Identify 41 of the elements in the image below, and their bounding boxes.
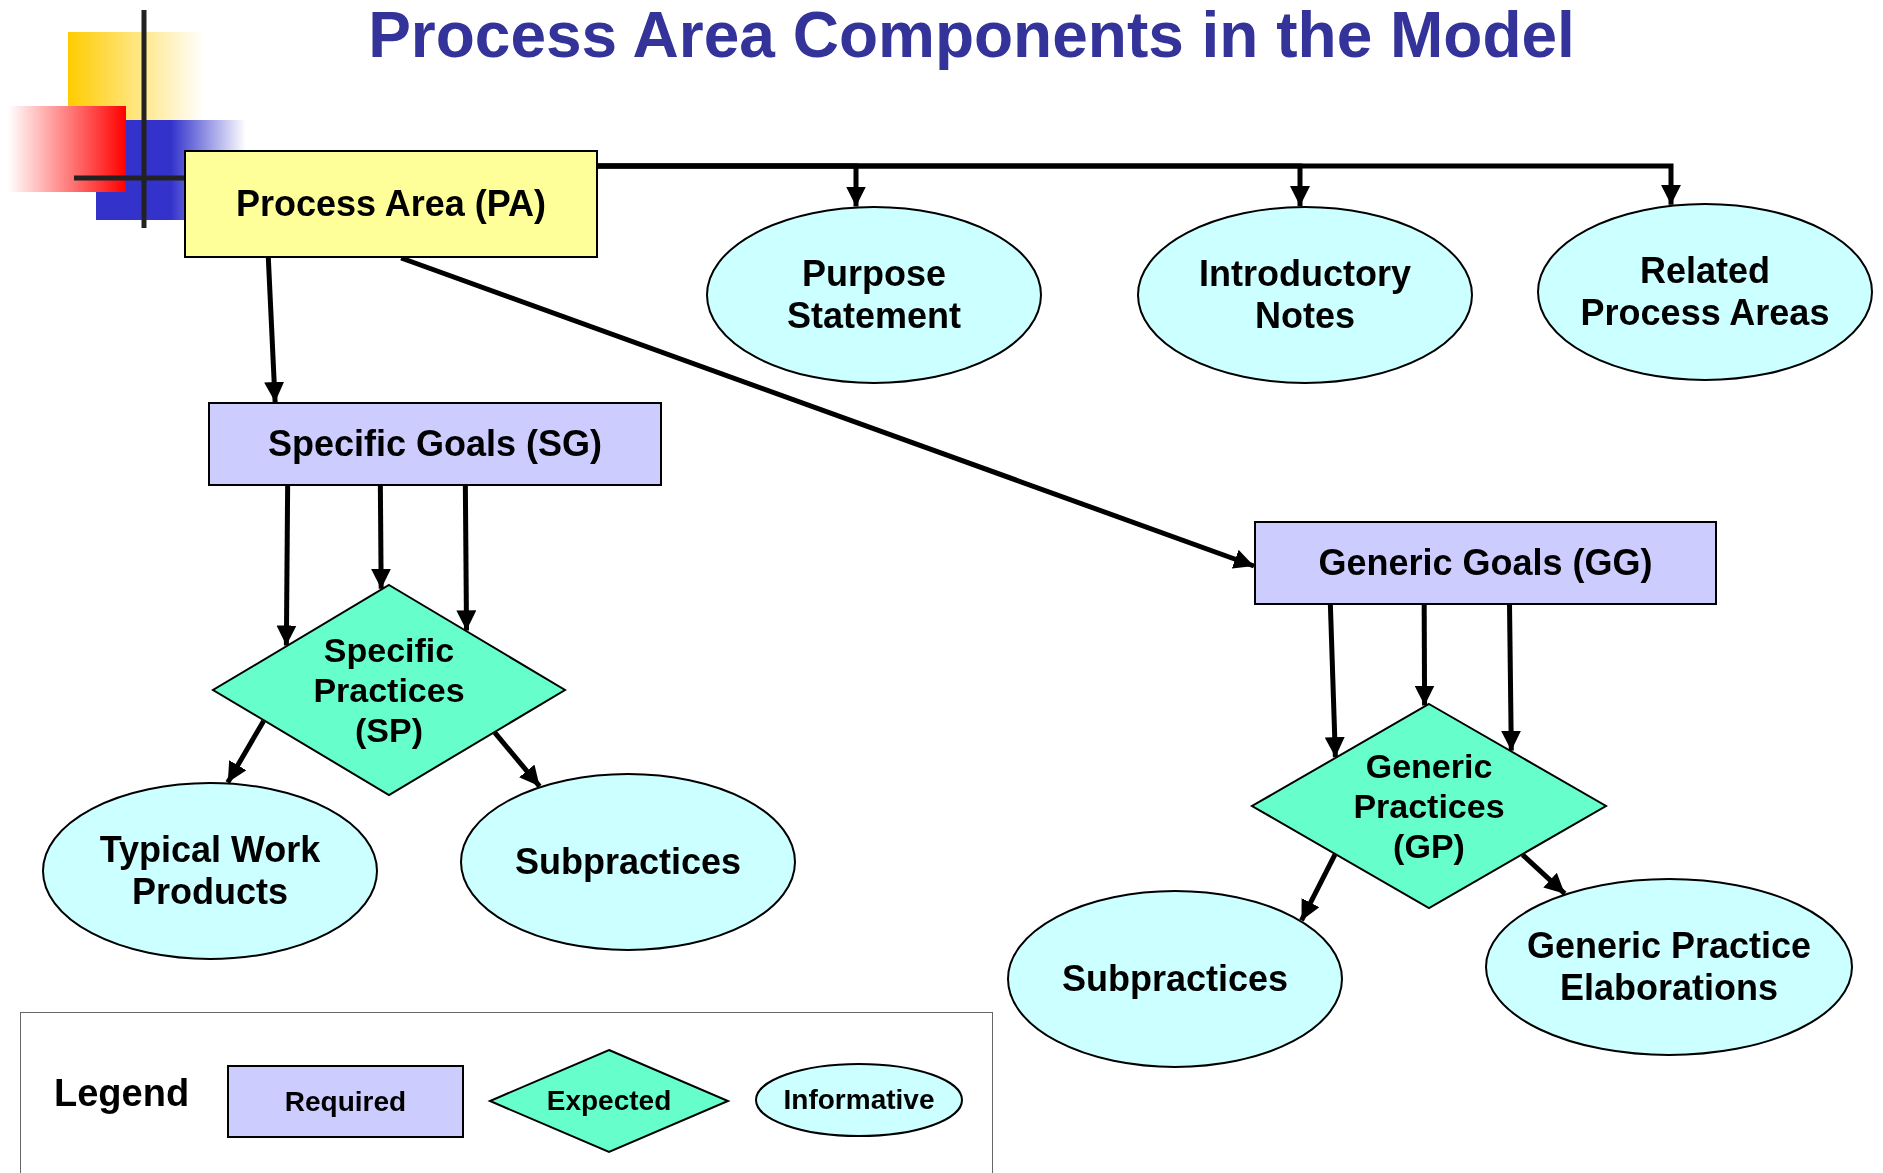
info-ellipse [1537,203,1873,381]
required-box [208,402,662,486]
legend-label: Required [284,1085,407,1118]
node-label: Introductory Notes [1198,252,1412,338]
node-label: Specific Goals (SG) [267,422,603,466]
legend-label: Informative [783,1083,935,1117]
required-box [1254,521,1717,605]
arrow [1501,604,1522,751]
info-ellipse [1137,206,1473,384]
process-box [184,150,598,258]
title: Process Area Components in the Model [367,0,1576,72]
info-ellipse [1485,878,1853,1056]
node-label: Subpractices [514,840,742,884]
arrow [1324,604,1345,758]
node-label: Generic Goals (GG) [1318,541,1653,585]
node-label: Specific Practices (SP) [312,629,466,751]
arrow [225,719,266,784]
node-label: Related Process Areas [1579,249,1831,335]
info-ellipse [42,782,378,960]
arrow [1520,852,1567,896]
arrow [1299,853,1338,922]
node-label: Process Area (PA) [235,182,547,226]
legend-label: Expected [546,1084,672,1118]
node-label: Subpractices [1061,957,1289,1001]
arrow [456,486,477,631]
legend-title: Legend [54,1072,190,1115]
info-ellipse [1007,890,1343,1068]
node-label: Purpose Statement [785,252,962,338]
arrow [276,485,297,646]
node-label: Generic Practices (GP) [1352,745,1506,867]
arrow [492,731,542,788]
expected-diamond [212,584,566,796]
arrow [598,163,1681,205]
arrow [371,486,391,589]
node-label: Typical Work Products [98,828,322,914]
arrow [1414,605,1435,706]
expected-diamond [1251,703,1607,909]
info-ellipse [706,206,1042,384]
arrow [264,257,285,403]
node-label: Generic Practice Elaborations [1525,924,1813,1010]
info-ellipse [460,773,796,951]
